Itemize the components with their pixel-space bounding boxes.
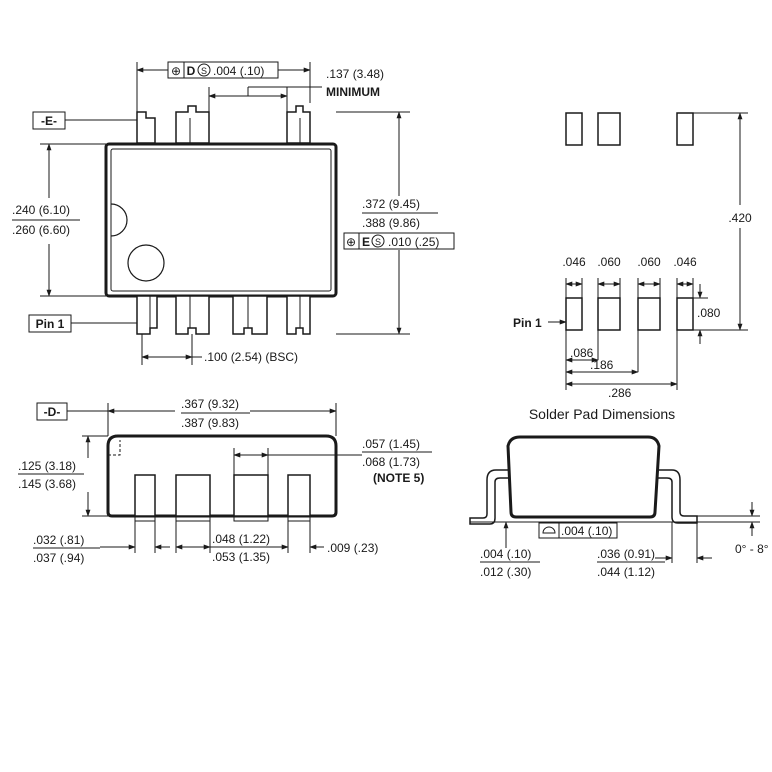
- width-min: .240 (6.10): [12, 203, 70, 217]
- fcf-top-datum: D: [187, 64, 196, 78]
- standoff-max: .012 (.30): [480, 565, 531, 579]
- shoulder-min: .057 (1.45): [362, 437, 420, 451]
- height-min: .125 (3.18): [18, 459, 76, 473]
- foot-min: .036 (0.91): [597, 547, 655, 561]
- datum-e-label: -E-: [41, 114, 57, 128]
- pad-pitch-3: .286: [608, 386, 632, 400]
- coplanarity-frame: [538, 522, 618, 539]
- top-pad-1: [565, 112, 583, 146]
- end-view: .004 (.10) .004 (.10) .012 (.30) .036 (0…: [469, 435, 769, 579]
- pad-height: .080: [697, 306, 721, 320]
- top-package-body: [104, 142, 338, 298]
- foot-max: .044 (1.12): [597, 565, 655, 579]
- side-view: -D- .367 (9.32) .387 (9.83) .125 (3.18) …: [18, 397, 432, 565]
- solder-pad-view: .420 .046 .060 .060 .046 .080 Pin 1: [513, 112, 752, 422]
- pin1-marker-circle: [127, 244, 165, 282]
- height-max: .145 (3.68): [18, 477, 76, 491]
- standoff-min: .004 (.10): [480, 547, 531, 561]
- pad-height-overall: .420: [728, 211, 752, 225]
- bottom-pad-2: [597, 297, 621, 331]
- top-pad-4: [676, 112, 694, 146]
- pad-pitch-2: .186: [590, 358, 614, 372]
- bottom-pad-1: [565, 297, 583, 331]
- shoulder-max: .068 (1.73): [362, 455, 420, 469]
- pad-pin1-label: Pin 1: [513, 316, 542, 330]
- fcf-right-modifier: S: [375, 237, 381, 247]
- fcf-right-datum: E: [362, 235, 370, 249]
- top-lead-2: [175, 105, 210, 144]
- side-lead-2: [175, 474, 211, 517]
- pad-width-1: .046: [562, 255, 586, 269]
- lead-min-value: .137 (3.48): [326, 67, 384, 81]
- fcf-top-position-symbol: ⊕: [171, 64, 181, 78]
- pin1-notch: [110, 203, 128, 237]
- pitch-bsc: .100 (2.54) (BSC): [204, 350, 298, 364]
- shoulder-note: (NOTE 5): [373, 471, 424, 485]
- end-lead-left: [469, 469, 513, 525]
- side-lead-3: [233, 474, 269, 517]
- side-lead-4: [287, 474, 311, 517]
- datum-d-label: -D-: [44, 405, 61, 419]
- top-view: -E- ⊕ D S .004 (.10) .137 (3.48) MINIMUM…: [12, 61, 455, 365]
- lead-width-min: .048 (1.22): [212, 532, 270, 546]
- lead-width-max: .053 (1.35): [212, 550, 270, 564]
- bottom-lead-3: [232, 295, 268, 335]
- bottom-lead-1: [136, 295, 158, 335]
- length-max: .387 (9.83): [181, 416, 239, 430]
- bottom-lead-4: [286, 295, 311, 335]
- coplanarity-value: .004 (.10): [561, 524, 612, 538]
- fcf-right-value: .010 (.25): [388, 235, 439, 249]
- side-lead-1: [134, 474, 156, 517]
- top-pad-2: [597, 112, 621, 146]
- pin1-label: Pin 1: [36, 317, 65, 331]
- lead-angle: 0° - 8°: [735, 542, 769, 556]
- fcf-top-value: .004 (.10): [213, 64, 264, 78]
- lead-min-label: MINIMUM: [326, 85, 380, 99]
- pad-width-4: .046: [673, 255, 697, 269]
- side-package-body: [106, 434, 338, 518]
- bottom-pad-3: [637, 297, 661, 331]
- gap: .009 (.23): [327, 541, 378, 555]
- end-max: .037 (.94): [33, 551, 84, 565]
- length-min: .367 (9.32): [181, 397, 239, 411]
- pad-pitch-1: .086: [570, 346, 594, 360]
- width-max: .260 (6.60): [12, 223, 70, 237]
- fcf-top-modifier: S: [201, 66, 207, 76]
- overall-min: .372 (9.45): [362, 197, 420, 211]
- solder-pad-title: Solder Pad Dimensions: [529, 406, 675, 422]
- fcf-right-frame: [343, 232, 455, 250]
- fcf-top-frame: [167, 61, 279, 79]
- end-min: .032 (.81): [33, 533, 84, 547]
- top-lead-4: [286, 105, 311, 144]
- bottom-lead-2: [175, 295, 210, 335]
- pad-width-3: .060: [637, 255, 661, 269]
- overall-max: .388 (9.86): [362, 216, 420, 230]
- end-lead-right: [653, 469, 698, 524]
- bottom-pad-4: [676, 297, 694, 331]
- pad-width-2: .060: [597, 255, 621, 269]
- top-lead-1: [136, 111, 156, 144]
- end-package-body: [506, 435, 661, 519]
- fcf-right-position-symbol: ⊕: [346, 235, 356, 249]
